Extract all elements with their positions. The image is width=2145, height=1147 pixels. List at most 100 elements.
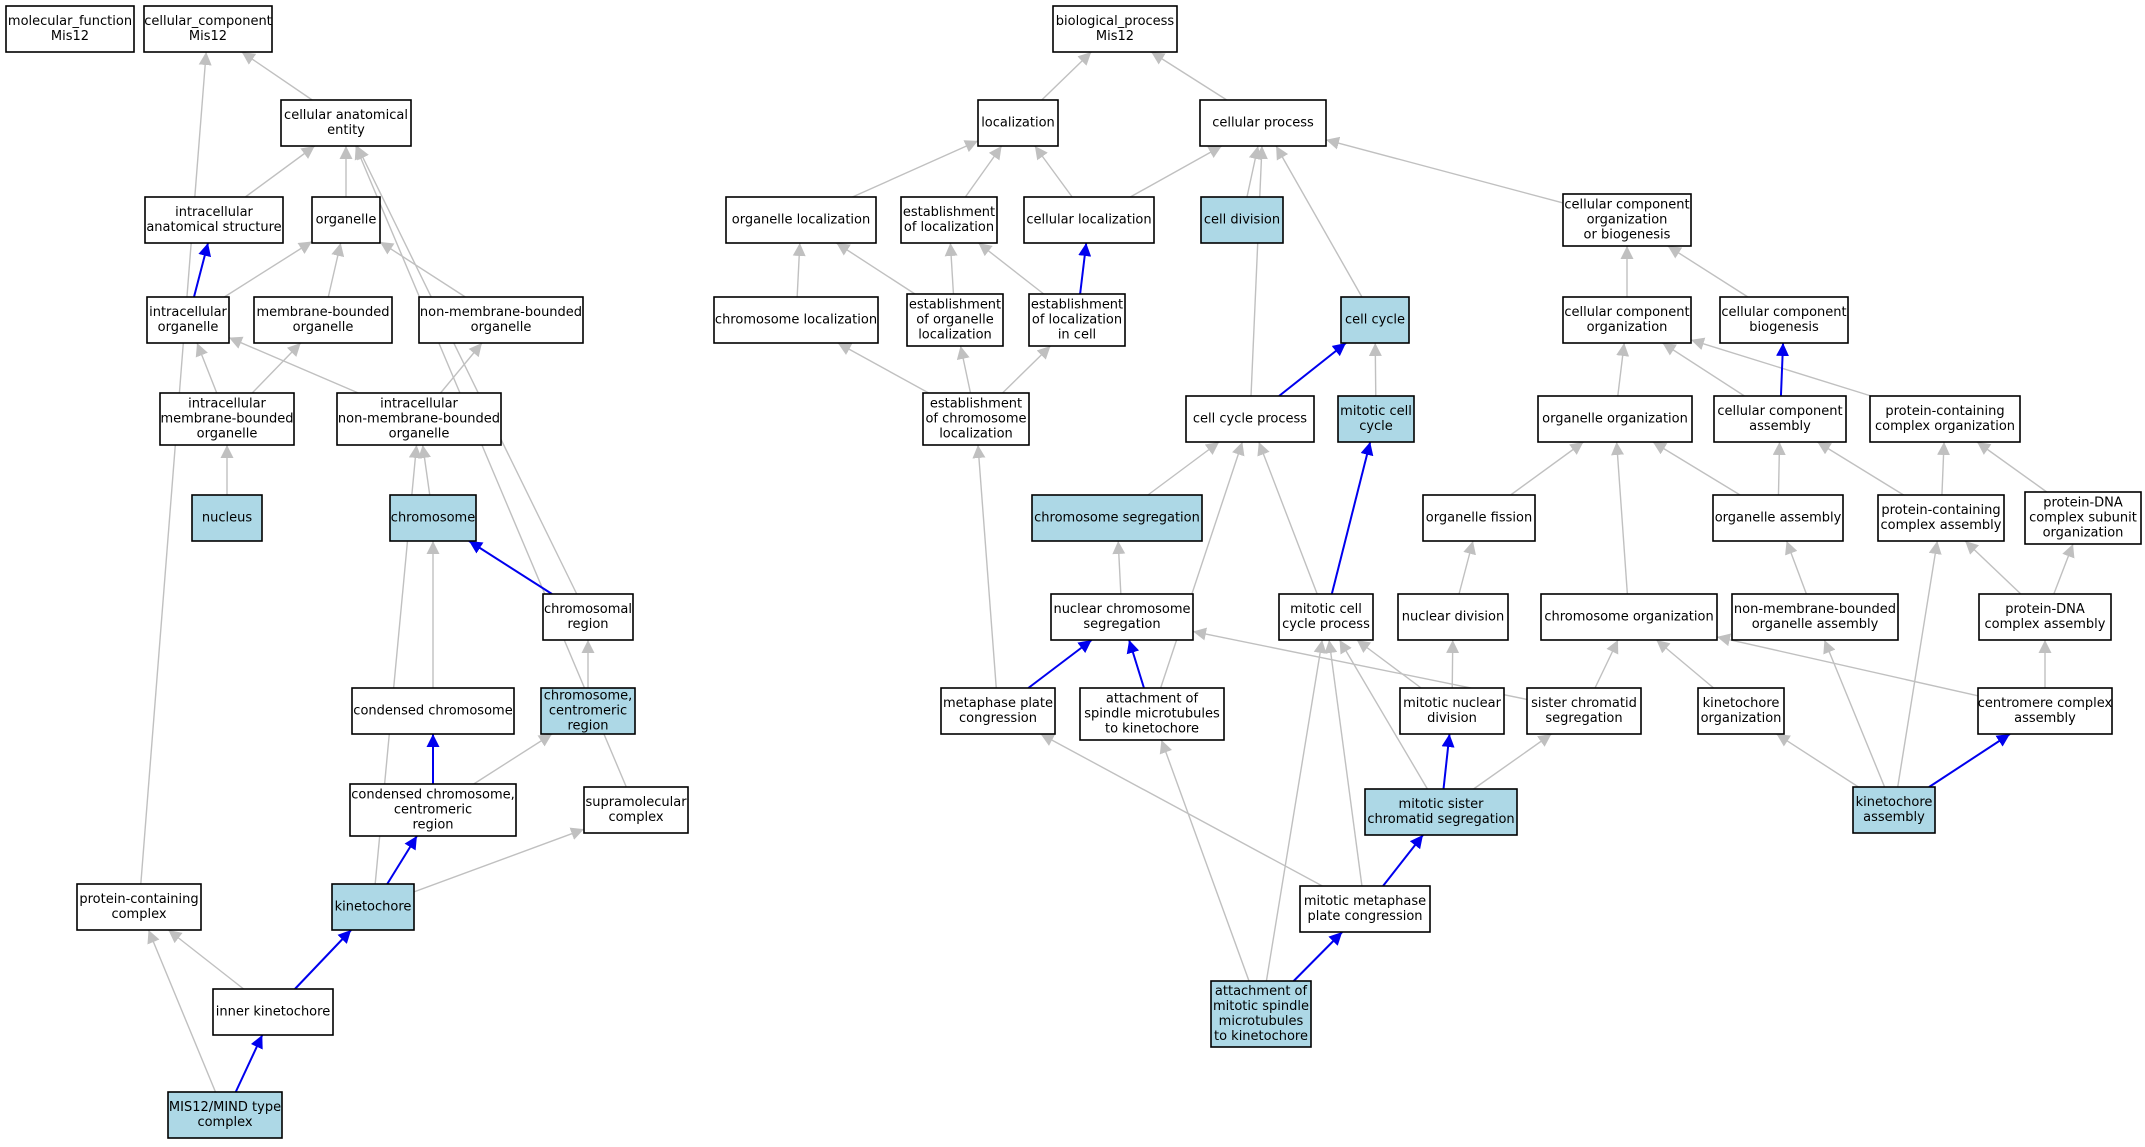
node-label-line: anatomical structure [146,220,281,235]
node-organelle-localization[interactable]: organelle localization [725,196,877,244]
node-label-line: complex subunit [2029,511,2137,526]
node-chromosome[interactable]: chromosome [389,494,477,542]
node-label-line: Mis12 [189,29,227,44]
node-cell-cycle-process[interactable]: cell cycle process [1185,395,1315,443]
node-organelle-organization[interactable]: organelle organization [1537,395,1693,443]
node-label-line: organelle [389,427,450,442]
edge-mpc-to-ecl [972,444,997,689]
node-label-line: segregation [1083,617,1160,632]
node-condensed-chromosome[interactable]: condensed chromosome [351,687,515,735]
node-label-line: to kinetochore [1214,1029,1308,1044]
edge-amsmk-to-mmpc [1292,931,1343,982]
node-cell-division[interactable]: cell division [1200,196,1284,244]
edge-mbo-to-org [327,242,345,298]
node-box [1869,395,2021,443]
node-nucleus[interactable]: nucleus [191,494,263,542]
node-cellular-localization[interactable]: cellular localization [1023,196,1155,244]
node-label-line: cellular_component [144,14,272,29]
node-box [1210,980,1312,1048]
node-chromosome-segregation[interactable]: chromosome segregation [1031,494,1203,542]
node-label-line: cycle process [1282,617,1370,632]
node-label-line: cell cycle process [1193,412,1307,427]
node-cellular-process[interactable]: cellular process [1199,99,1327,147]
node-label-line: assembly [1749,419,1811,434]
node-chromosome-localization[interactable]: chromosome localization [713,296,879,344]
node-label-line: cell cycle [1345,313,1405,328]
node-box [191,494,263,542]
node-cell-cycle[interactable]: cell cycle [1340,296,1410,344]
node-box [1278,593,1374,641]
node-label-line: chromatid segregation [1367,812,1514,827]
node-label-line: localization [981,116,1055,131]
node-box [1852,786,1936,834]
node-organelle-assembly[interactable]: organelle assembly [1712,494,1844,542]
node-box [713,296,879,344]
node-nuclear-division[interactable]: nuclear division [1397,593,1509,641]
node-chromosome-organization[interactable]: chromosome organization [1540,593,1718,641]
node-localization[interactable]: localization [977,99,1059,147]
node-label-line: cellular component [1721,305,1846,320]
edge-mnd-to-nucdiv [1446,639,1460,689]
edge-pcca-to-pcco [1937,441,1951,496]
node-label-line: Mis12 [1096,29,1134,44]
node-kinetochore[interactable]: kinetochore [331,883,415,931]
node-label-line: in cell [1058,328,1096,343]
node-organelle[interactable]: organelle [311,196,381,244]
node-box [1028,293,1126,347]
edge-mscs-to-mccp [1338,639,1429,790]
edge-chrorg-to-orgorg [1611,441,1629,595]
node-label-line: complex [608,810,663,825]
node-label-line: protein-containing [1885,404,2004,419]
node-label-line: division [1427,711,1477,726]
node-label-line: chromosome [391,511,475,526]
node-box [1079,687,1225,741]
node-intracellular-non-membrane-bounded-organelle[interactable]: intracellularnon-membrane-boundedorganel… [336,392,502,446]
node-organelle-fission[interactable]: organelle fission [1422,494,1536,542]
node-box [1697,687,1785,735]
node-box [146,296,230,344]
node-label-line: inner kinetochore [216,1005,330,1020]
node-inner-kinetochore[interactable]: inner kinetochore [212,988,334,1036]
